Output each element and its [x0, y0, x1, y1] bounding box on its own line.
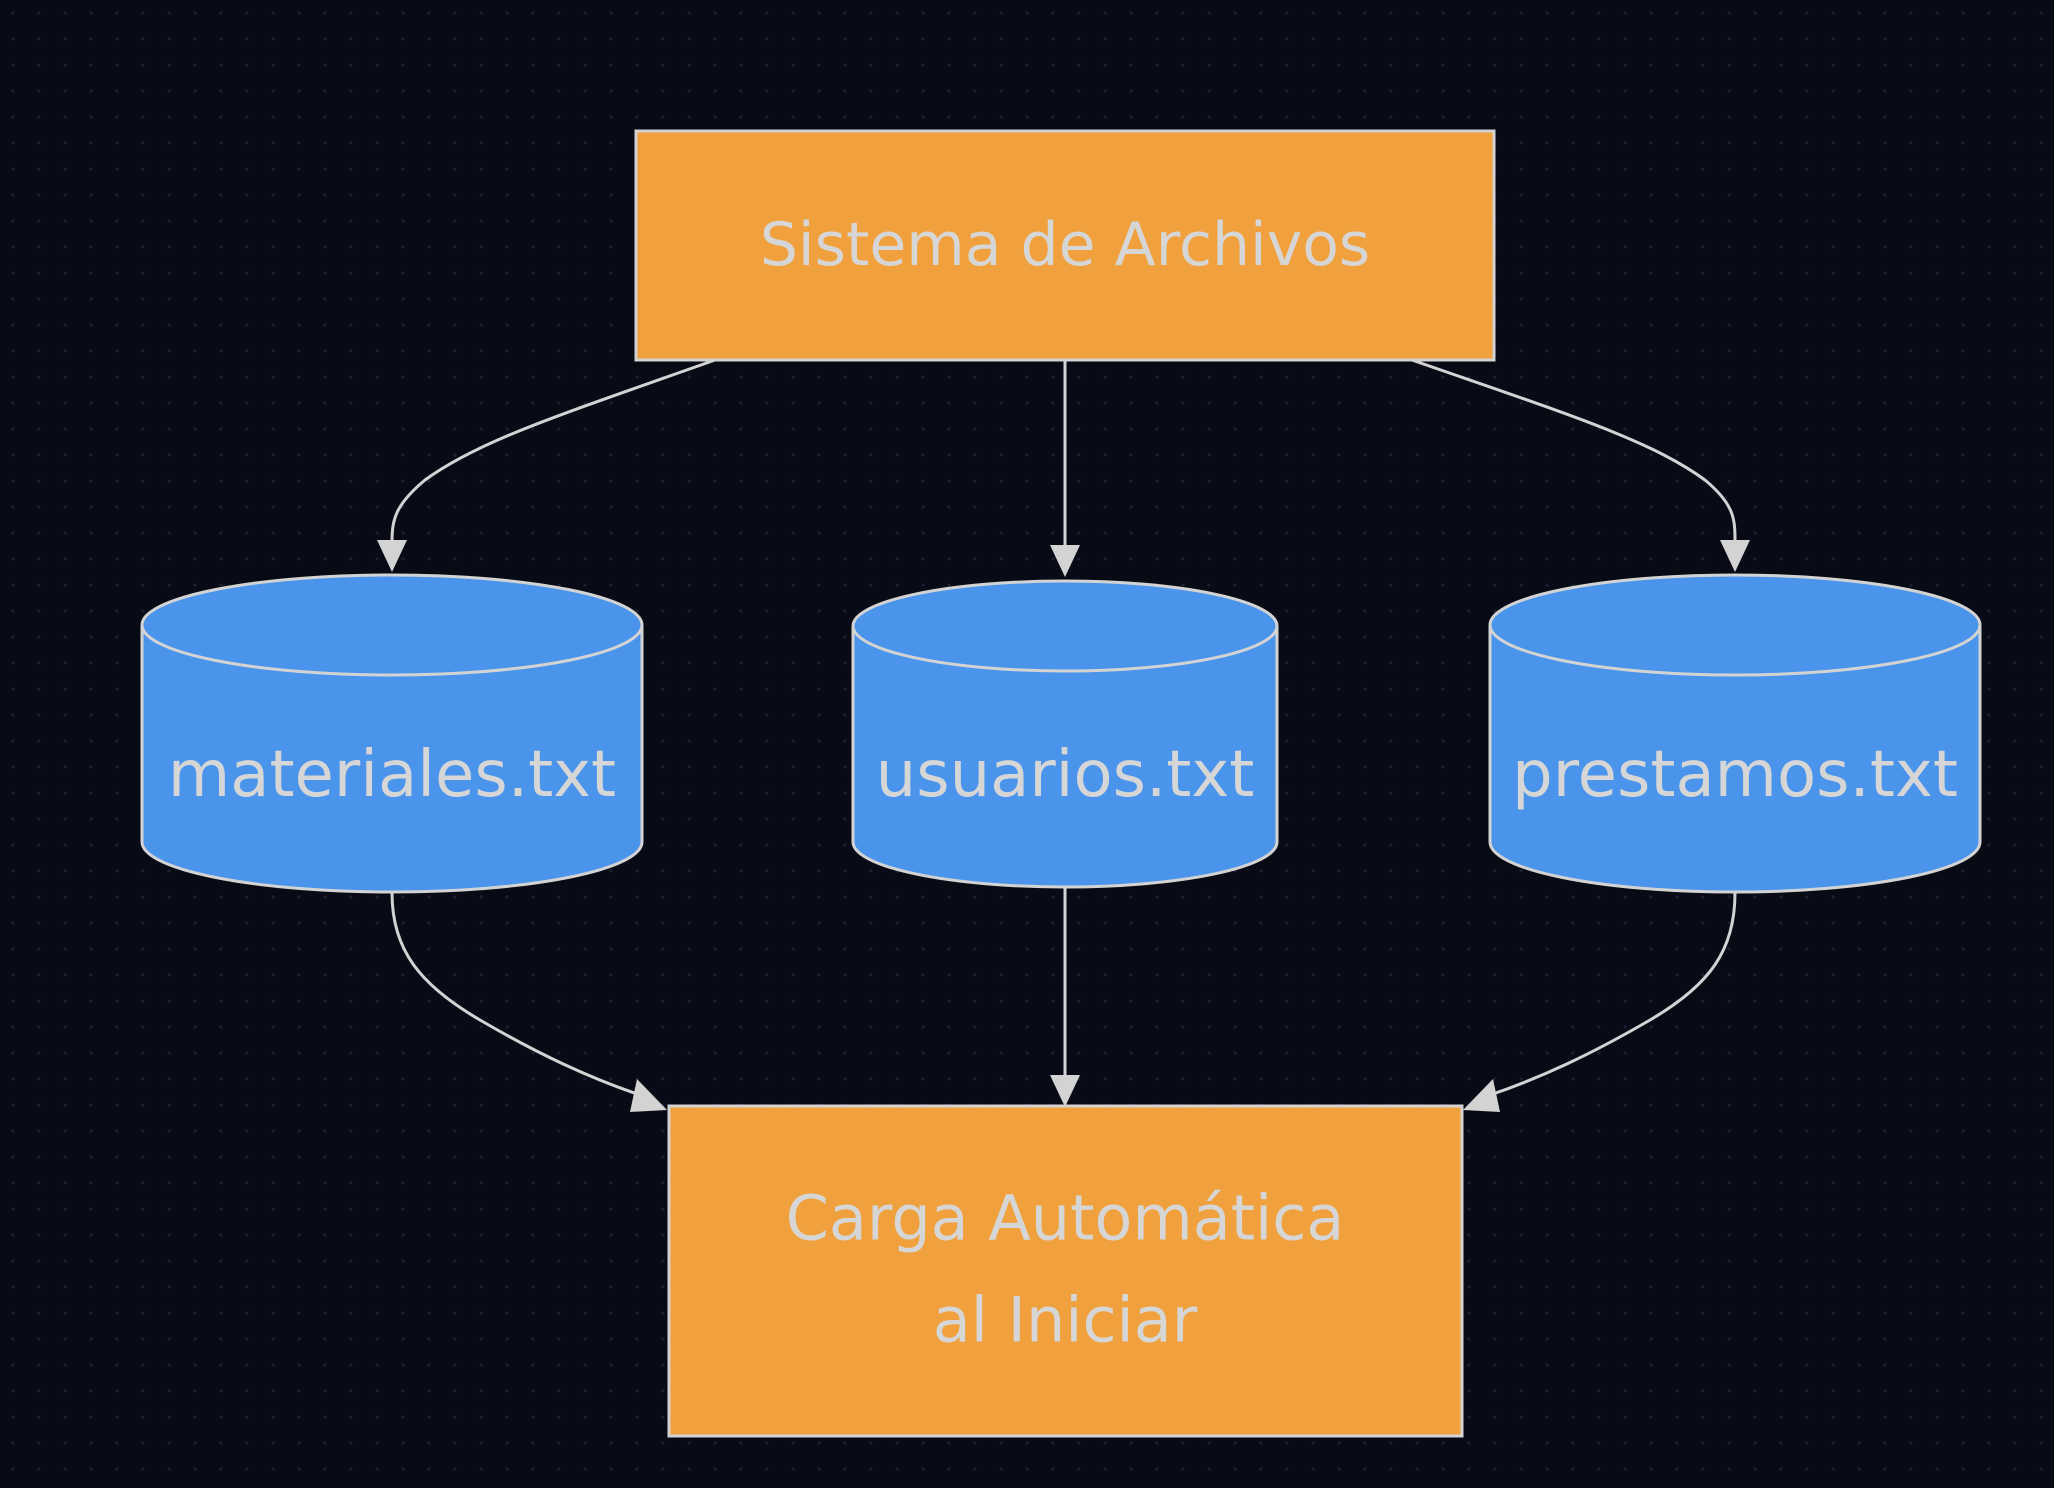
arrowhead-target-left [630, 1079, 667, 1112]
node-carga-automatica[interactable]: Carga Automática al Iniciar [667, 1104, 1464, 1438]
node-carga-automatica-label-line-2: al Iniciar [933, 1284, 1198, 1357]
datastore-prestamos[interactable]: prestamos.txt [1488, 573, 1982, 894]
node-carga-automatica-label-line-1: Carga Automática [786, 1182, 1345, 1255]
node-sistema-de-archivos-box [634, 129, 1496, 362]
datastore-materiales[interactable]: materiales.txt [140, 573, 644, 894]
datastore-materiales-body [140, 626, 644, 894]
node-sistema-de-archivos[interactable]: Sistema de Archivos [634, 129, 1496, 362]
datastore-materiales-top [140, 573, 644, 677]
arrowhead-target-middle [1050, 1075, 1080, 1107]
datastore-usuarios[interactable]: usuarios.txt [851, 579, 1279, 889]
datastore-prestamos-label: prestamos.txt [1512, 738, 1958, 812]
arrowhead-materiales [377, 540, 407, 572]
datastore-usuarios-body [851, 626, 1279, 889]
node-sistema-de-archivos-label: Sistema de Archivos [760, 210, 1370, 280]
edge-source-materiales [390, 358, 716, 543]
edges [377, 358, 1750, 1112]
datastore-prestamos-body [1488, 626, 1982, 894]
datastore-usuarios-label: usuarios.txt [876, 738, 1255, 812]
arrowhead-usuarios [1050, 545, 1080, 577]
edge-prestamos-target [1489, 892, 1737, 1097]
edge-materiales-target [390, 892, 641, 1097]
datastore-prestamos-top [1488, 573, 1982, 677]
arrowhead-prestamos [1720, 540, 1750, 572]
edge-source-prestamos [1411, 358, 1737, 543]
datastore-materiales-label: materiales.txt [168, 738, 616, 812]
node-carga-automatica-box [667, 1104, 1464, 1438]
datastore-usuarios-top [851, 579, 1279, 673]
arrowhead-target-right [1463, 1079, 1500, 1112]
